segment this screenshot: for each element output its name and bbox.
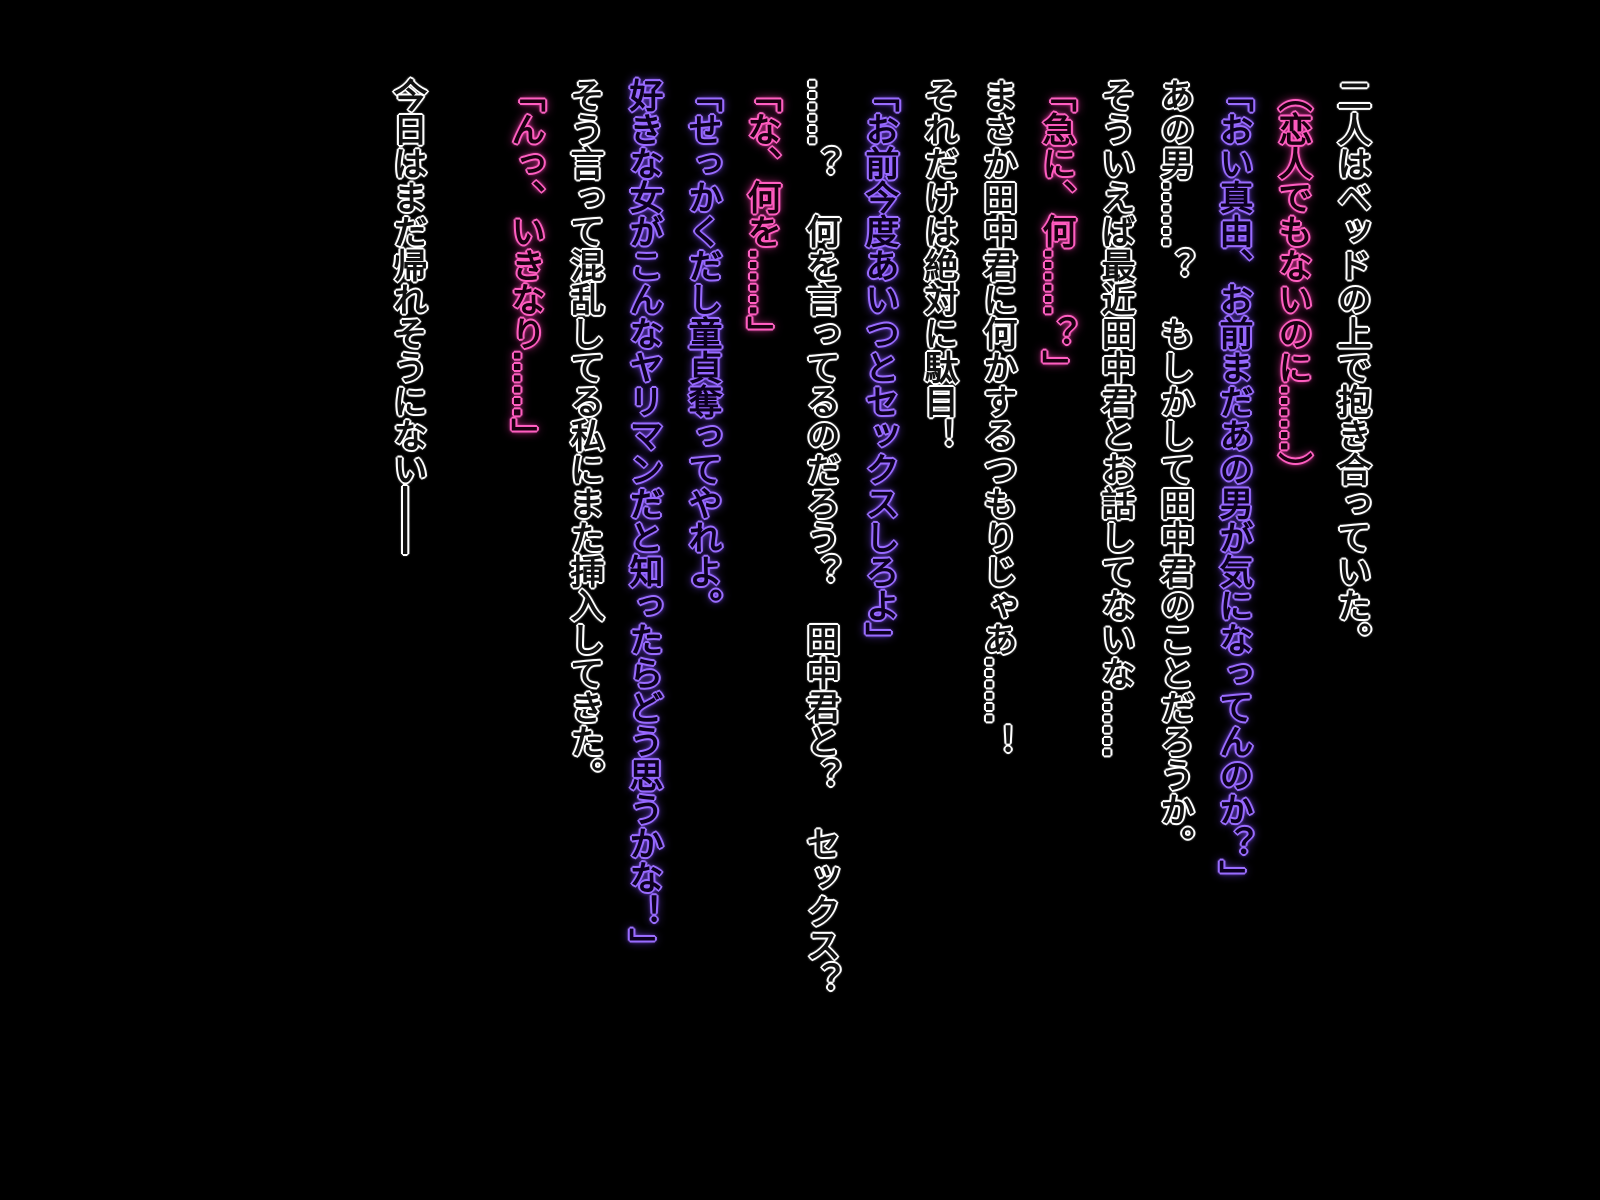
text-line-10: ……？ 何を言ってるのだろう？ 田中君と？ セックス？ — [800, 78, 840, 996]
text-line-17: 今日はまだ帰れそうにない―― — [387, 78, 427, 554]
text-line-1: 二人はベッドの上で抱き合っていた。 — [1331, 78, 1371, 656]
text-line-14: そう言って混乱してる私にまた挿入してきた。 — [564, 78, 604, 792]
text-line-3: 「おい真由、お前まだあの男が気になってんのか？」 — [1213, 78, 1253, 894]
text-line-9: 「お前今度あいつとセックスしろよ」 — [859, 78, 899, 656]
text-line-15: 「んっ、いきなり……」 — [505, 78, 545, 452]
text-line-2: （恋人でもないのに……） — [1272, 78, 1312, 486]
text-line-5: そういえば最近田中君とお話してないな…… — [1095, 78, 1135, 758]
text-line-12: 「せっかくだし童貞奪ってやれよ。 — [682, 78, 722, 622]
novel-text-window[interactable]: 二人はベッドの上で抱き合っていた。 （恋人でもないのに……） 「おい真由、お前ま… — [377, 78, 1380, 1128]
text-line-7: まさか田中君に何かするつもりじゃあ……！ — [977, 78, 1017, 758]
text-line-6: 「急に、何……？」 — [1036, 78, 1076, 384]
text-line-11: 「な、何を……」 — [741, 78, 781, 350]
text-line-13: 好きな女がこんなヤリマンだと知ったらどう思うかな！」 — [623, 78, 663, 962]
line-spacer — [436, 78, 495, 1128]
text-line-8: それだけは絶対に駄目！ — [918, 78, 958, 452]
text-line-4: あの男……？ もしかして田中君のことだろうか。 — [1154, 78, 1194, 860]
